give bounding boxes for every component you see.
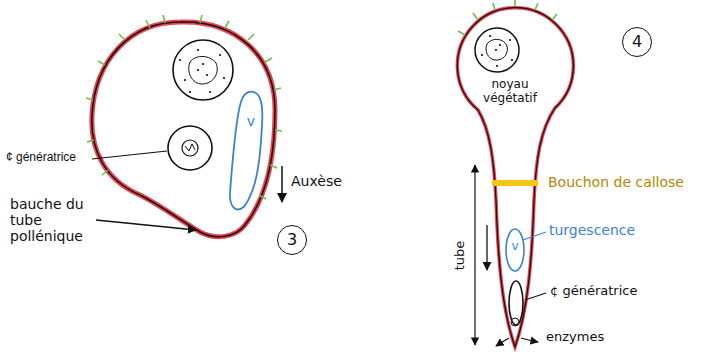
enzyme-arrow — [496, 338, 509, 346]
step-number: 4 — [622, 27, 652, 57]
vacuole: v — [505, 228, 525, 272]
callout-number: 3 — [287, 231, 297, 249]
leader-line — [92, 151, 167, 159]
vacuole-outline — [230, 92, 262, 210]
callose-plug — [492, 180, 538, 186]
growth-arrow — [281, 166, 283, 202]
enzyme-arrow — [521, 338, 538, 342]
part-label: Bouchon de callose — [548, 174, 718, 190]
vacuole-label: v — [235, 114, 267, 129]
generative-cell — [168, 126, 212, 170]
intine-outline — [92, 22, 275, 237]
vacuole-label: v — [505, 240, 525, 253]
callout-number: 4 — [632, 33, 642, 51]
chromatin-dots — [481, 35, 513, 67]
vacuole-outline — [506, 229, 524, 271]
nucleolus — [486, 39, 507, 60]
generative-cell — [509, 281, 523, 325]
grain-wall — [92, 22, 275, 237]
chromatin — [185, 144, 195, 151]
dimension-label: tube — [453, 235, 468, 275]
pollen-grain-3 — [86, 15, 282, 237]
dimension-arrow — [474, 165, 475, 345]
nucleolus — [189, 56, 217, 84]
process-label: turgescence — [549, 222, 669, 238]
leader-arrow — [96, 220, 196, 230]
leader-line — [525, 293, 546, 300]
process-label: Auxèse — [291, 173, 371, 189]
part-label: noyau végétatif — [480, 78, 540, 106]
leader-line — [523, 232, 546, 240]
part-label: ¢ génératrice — [550, 284, 670, 299]
exine-spines — [86, 15, 282, 199]
part-label: enzymes — [546, 330, 636, 345]
exine-spines — [458, 0, 557, 35]
generative-nucleus — [511, 318, 519, 326]
growth-arrow — [486, 225, 487, 270]
step-number: 3 — [277, 225, 307, 255]
vacuole-outline — [225, 88, 267, 213]
vegetative-nucleus — [475, 28, 519, 72]
part-label: ¢ génératrice — [6, 151, 92, 165]
generative-nucleus — [182, 140, 198, 156]
chromatin-dots — [179, 49, 225, 93]
vacuole: v — [225, 88, 267, 213]
vegetative-nucleus — [173, 40, 233, 100]
part-label: bauche du tube pollénique — [10, 196, 92, 244]
